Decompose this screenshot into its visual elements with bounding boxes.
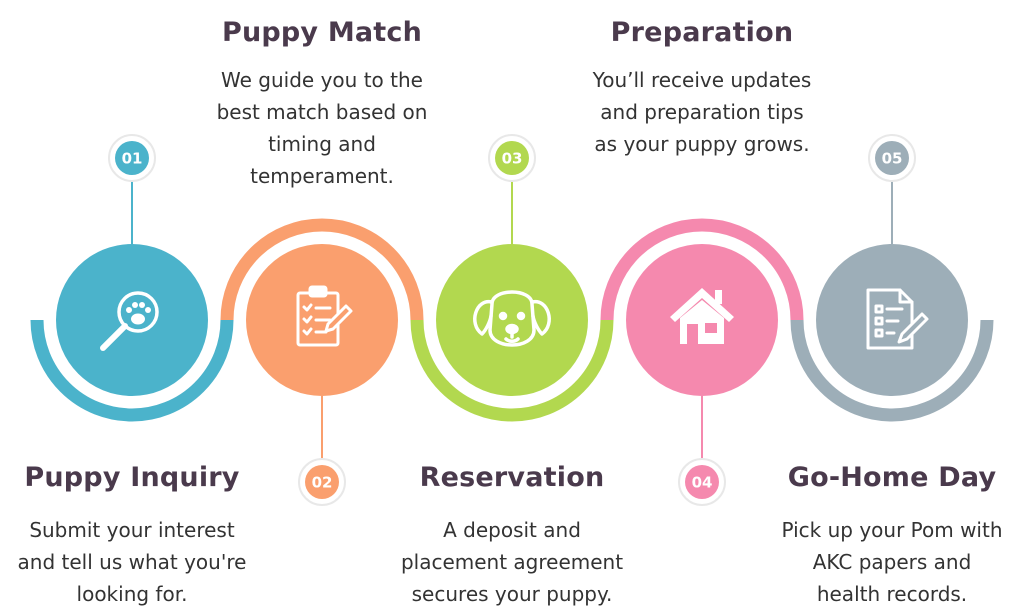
step-05-arc	[790, 319, 994, 422]
step-04-description-line: and preparation tips	[600, 100, 804, 124]
puppy-face-icon	[473, 290, 551, 347]
clipboard-checklist-icon	[296, 285, 353, 347]
step-05-title: Go-Home Day	[787, 462, 997, 493]
step-02-description-line: best match based on	[216, 100, 428, 124]
step-02-number: 02	[312, 474, 333, 492]
step-02-title: Puppy Match	[221, 17, 423, 48]
step-01-badge: 01	[108, 134, 156, 182]
step-04-description-line: You’ll receive updates	[592, 68, 812, 92]
step-03-number: 03	[502, 150, 523, 168]
step-01-description-line: Submit your interest	[29, 518, 235, 542]
step-03-badge: 03	[488, 134, 536, 182]
step-04-arc	[600, 218, 804, 321]
step-02-description-line: temperament.	[250, 164, 394, 188]
step-04-description: You’ll receive updates and preparation t…	[552, 64, 852, 160]
step-04-title: Preparation	[610, 17, 794, 48]
step-03-title: Reservation	[419, 462, 605, 493]
step-03-description: A deposit and placement agreement secure…	[362, 514, 662, 610]
step-01-number: 01	[122, 150, 143, 168]
step-04-number: 04	[692, 474, 713, 492]
step-05-description: Pick up your Pom with AKC papers and hea…	[737, 514, 1024, 610]
step-02-description: We guide you to the best match based on …	[172, 64, 472, 192]
step-02-arc	[220, 218, 424, 321]
step-05-description-line: health records.	[816, 582, 968, 606]
step-03-description-line: A deposit and	[443, 518, 581, 542]
step-03-circle	[436, 244, 588, 396]
step-05-description-line: AKC papers and	[812, 550, 972, 574]
step-01-arc	[30, 319, 234, 422]
step-01-description: Submit your interest and tell us what yo…	[0, 514, 282, 610]
house-icon	[670, 288, 734, 344]
step-05-badge: 05	[868, 134, 916, 182]
step-05-number: 05	[882, 150, 903, 168]
step-02-badge: 02	[298, 458, 346, 506]
step-01-description-line: and tell us what you're	[17, 550, 247, 574]
step-01-title: Puppy Inquiry	[24, 462, 240, 493]
step-01-description-line: looking for.	[76, 582, 188, 606]
step-03-description-line: placement agreement	[400, 550, 624, 574]
step-04-description-line: as your puppy grows.	[594, 132, 810, 156]
step-04-badge: 04	[678, 458, 726, 506]
paw-magnifier-icon	[100, 291, 159, 351]
step-03-description-line: secures your puppy.	[411, 582, 613, 606]
step-05-description-line: Pick up your Pom with	[781, 518, 1003, 542]
document-pen-icon	[866, 288, 929, 350]
step-02-description-line: timing and	[268, 132, 376, 156]
step-02-description-line: We guide you to the	[221, 68, 423, 92]
step-03-arc	[410, 319, 614, 422]
